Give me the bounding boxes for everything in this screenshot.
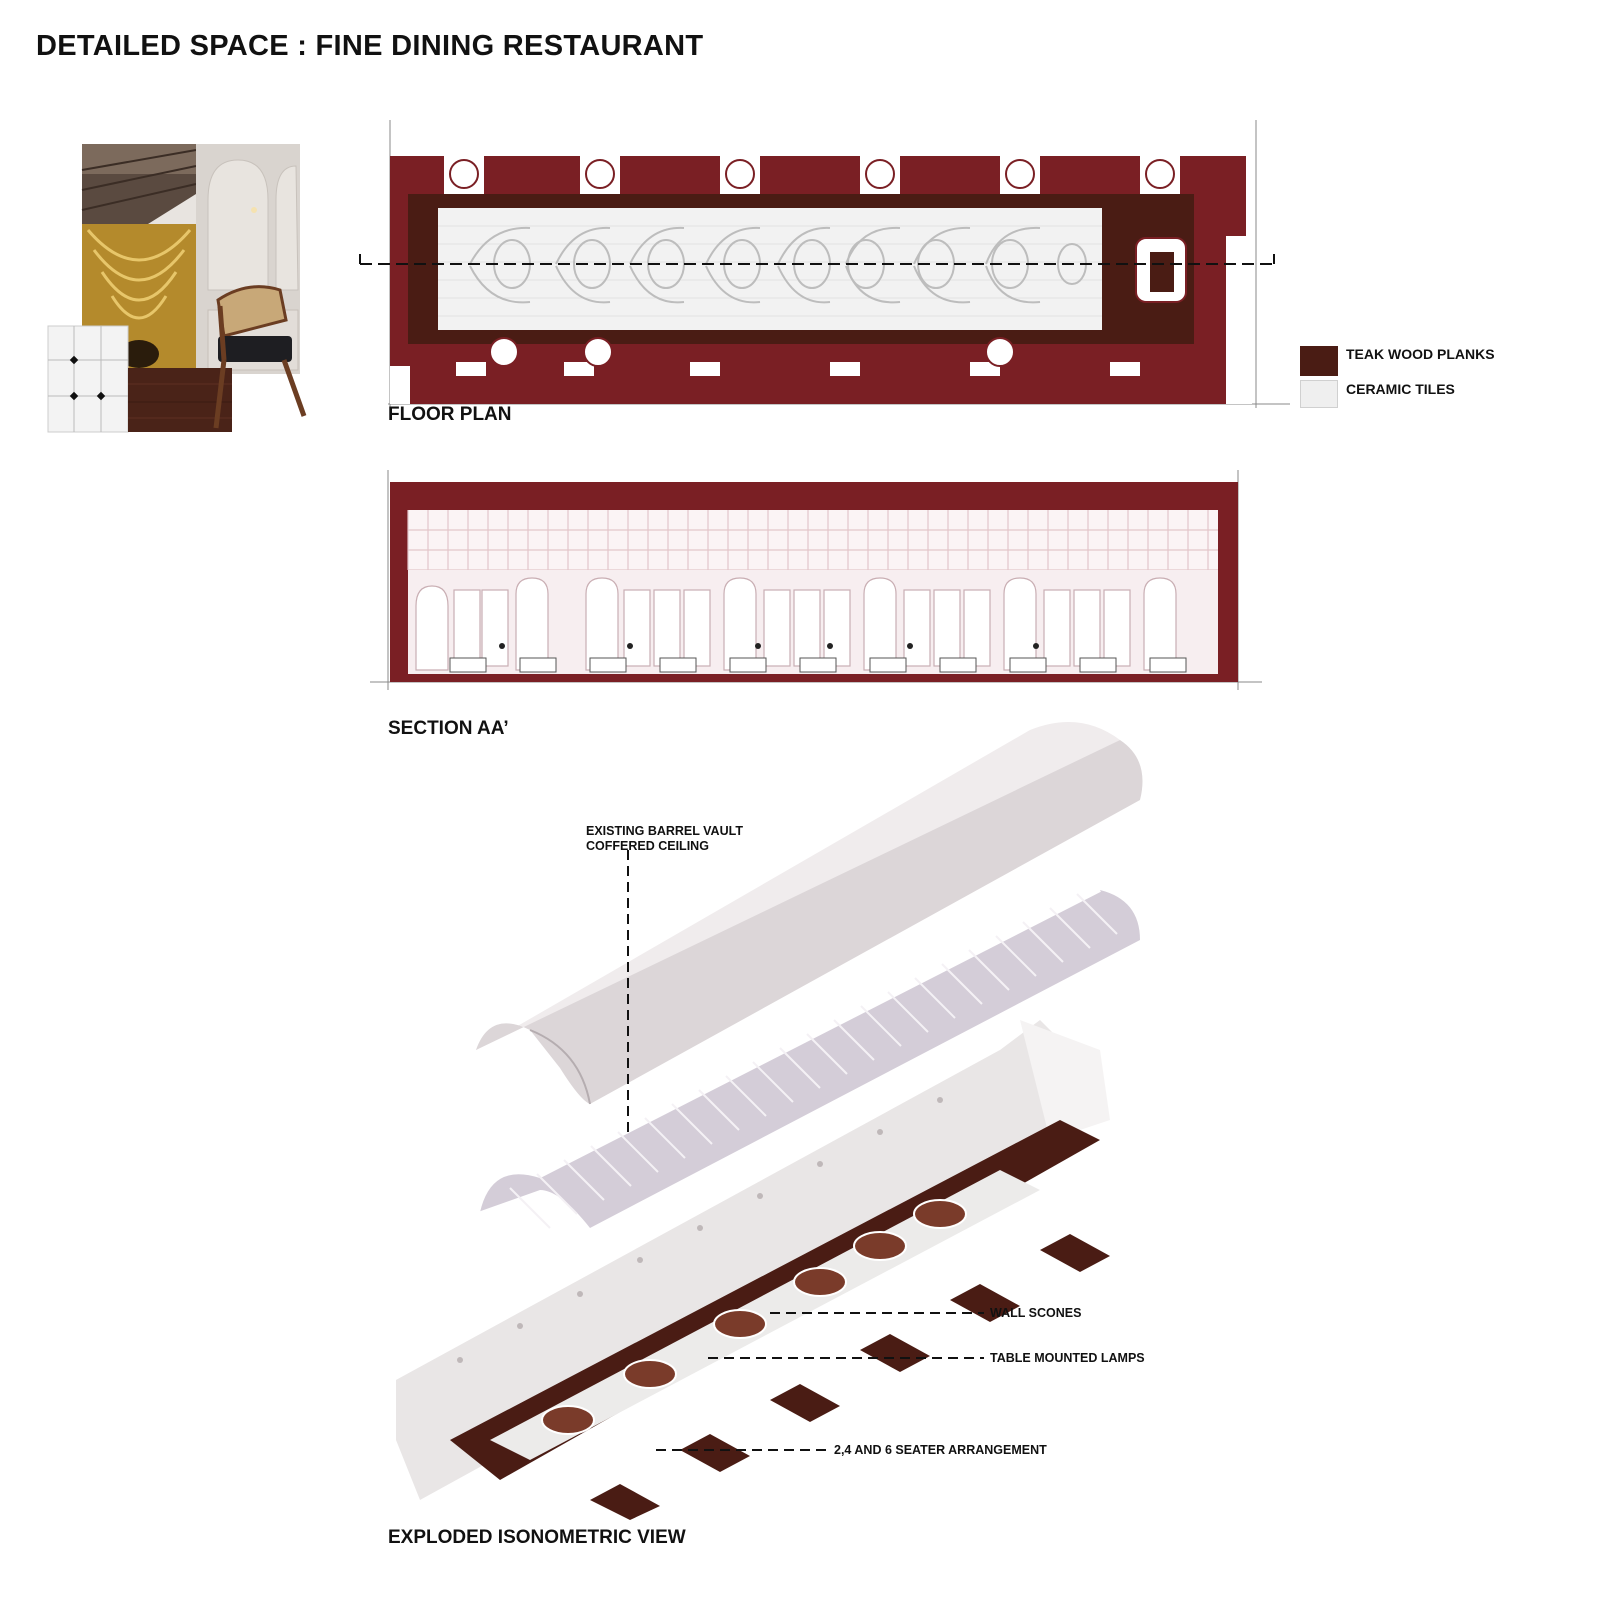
page-title: DETAILED SPACE : FINE DINING RESTAURANT xyxy=(36,30,704,62)
wood-floor-photo xyxy=(81,144,197,224)
floor-plan-drawing xyxy=(359,120,1290,408)
legend-swatch-tiles xyxy=(1300,380,1338,408)
mood-board-collage xyxy=(47,144,307,433)
legend-label-tiles: CERAMIC TILES xyxy=(1346,381,1455,397)
section-drawing xyxy=(370,470,1262,690)
callout-barrel-vault-line2: COFFERED CEILING xyxy=(586,839,709,853)
section-label: SECTION AA’ xyxy=(388,718,509,739)
ceramic-floor xyxy=(438,208,1102,330)
floor-plan-label: FLOOR PLAN xyxy=(388,404,512,425)
isometric-drawing xyxy=(396,722,1143,1520)
dining-room-volume xyxy=(396,1020,1110,1500)
callout-seating: 2,4 AND 6 SEATER ARRANGEMENT xyxy=(834,1443,1047,1457)
callout-wall-scones: WALL SCONES xyxy=(990,1306,1082,1320)
callout-barrel-vault-line1: EXISTING BARREL VAULT xyxy=(586,824,743,838)
mood-board xyxy=(47,140,308,440)
callout-barrel-vault: EXISTING BARREL VAULT COFFERED CEILING xyxy=(586,824,743,854)
barrel-vault-shell xyxy=(476,722,1143,1105)
callout-table-lamps: TABLE MOUNTED LAMPS xyxy=(990,1351,1145,1365)
section-ceiling-slab xyxy=(390,482,1238,510)
dining-tables xyxy=(541,1199,967,1435)
isometric-label: EXPLODED ISONOMETRIC VIEW xyxy=(388,1527,686,1548)
legend: TEAK WOOD PLANKS CERAMIC TILES xyxy=(1300,346,1560,410)
legend-label-teak: TEAK WOOD PLANKS xyxy=(1346,346,1495,362)
legend-swatch-teak xyxy=(1300,346,1338,376)
ceramic-tile-swatch xyxy=(47,325,129,433)
arched-wall-panel-photo xyxy=(196,144,300,374)
wooden-chair-photo xyxy=(213,285,307,429)
